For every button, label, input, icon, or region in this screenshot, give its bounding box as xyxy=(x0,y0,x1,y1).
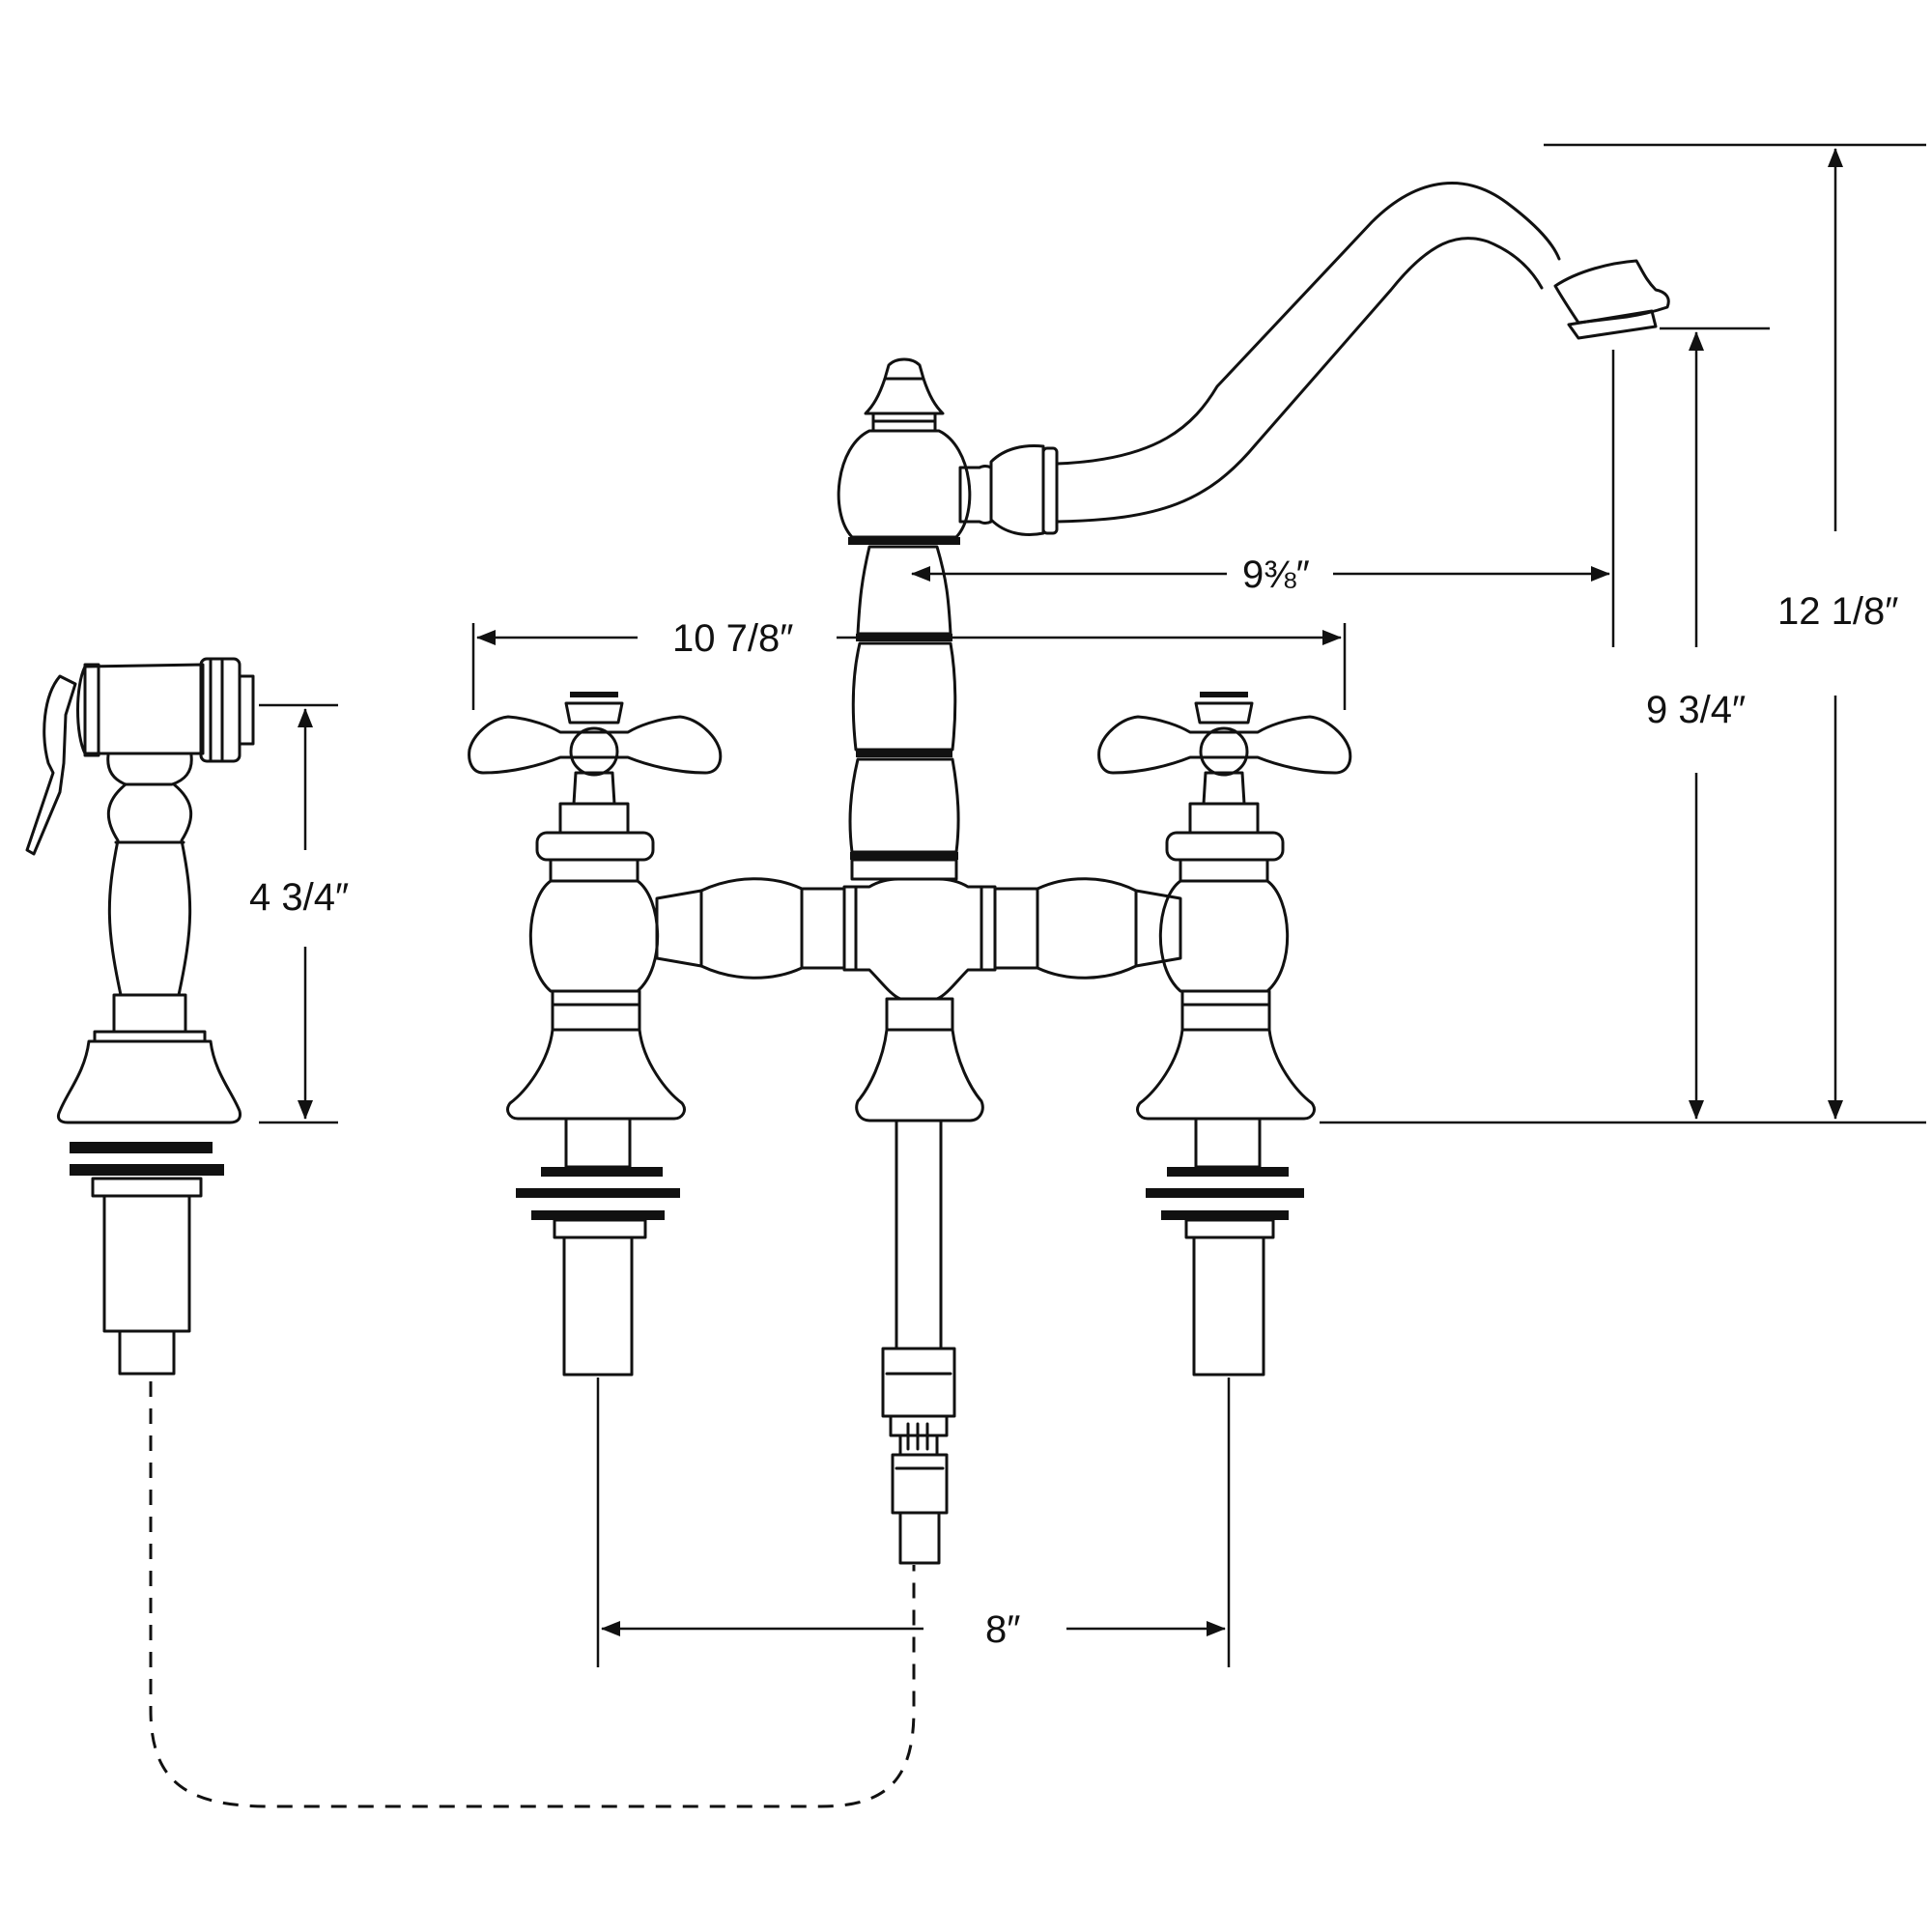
dimension-lines xyxy=(259,143,1926,1667)
sprayer-height-label: 4 3/4″ xyxy=(249,876,349,919)
spout-reach-label: 9⅜″ xyxy=(1242,554,1310,596)
sprayer-hose-dashed xyxy=(149,1381,916,1808)
bridge-connector xyxy=(655,877,1182,1565)
right-cross-handle-valve xyxy=(1097,692,1352,1377)
overall-width-label: 10 7/8″ xyxy=(672,617,793,660)
center-column-spout xyxy=(837,182,1670,881)
overall-height-label: 12 1/8″ xyxy=(1777,590,1898,633)
side-sprayer xyxy=(25,657,255,1376)
left-cross-handle-valve xyxy=(468,692,723,1377)
spout-height-label: 9 3/4″ xyxy=(1646,689,1746,731)
center-spacing-label: 8″ xyxy=(985,1608,1020,1651)
